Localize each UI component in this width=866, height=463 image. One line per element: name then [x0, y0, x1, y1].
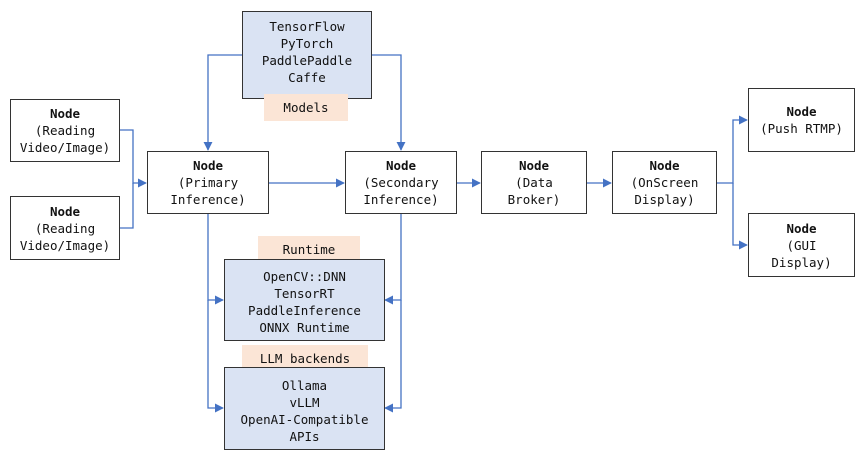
node-label: (Push RTMP) — [760, 121, 843, 136]
runtime-box: OpenCV::DNN TensorRT PaddleInference ONN… — [224, 259, 385, 341]
node-label: Video/Image) — [19, 237, 111, 253]
runtime-item: PaddleInference — [248, 303, 361, 318]
edge-primary-to-runtime — [207, 214, 224, 305]
node-label: (GUI — [786, 237, 817, 253]
models-label: Models — [264, 94, 348, 121]
node-reading-video-1: Node (Reading Video/Image) — [10, 99, 120, 162]
node-gui-display: Node (GUI Display) — [748, 213, 855, 277]
node-title: Node — [518, 158, 550, 173]
models-item: PyTorch — [280, 36, 334, 51]
edge-read1-to-primary — [120, 129, 147, 188]
edge-read2-to-primary — [120, 183, 134, 229]
node-title: Node — [49, 203, 81, 219]
node-label: (Primary — [177, 175, 239, 190]
models-box: TensorFlow PyTorch PaddlePaddle Caffe — [242, 11, 372, 99]
llm-item: Ollama — [281, 377, 328, 393]
node-label: (Secondary — [363, 175, 439, 190]
node-primary-inference: Node (Primary Inference) — [147, 151, 269, 214]
models-item: Caffe — [288, 70, 326, 85]
node-title: Node — [385, 158, 417, 173]
runtime-item: ONNX Runtime — [259, 320, 350, 335]
llm-item: APIs — [289, 428, 320, 444]
node-label: Inference) — [363, 192, 439, 207]
node-onscreen-display: Node (OnScreen Display) — [612, 151, 717, 214]
llm-backends-label: LLM backends — [242, 345, 368, 371]
node-secondary-inference: Node (Secondary Inference) — [345, 151, 457, 214]
node-title: Node — [786, 220, 817, 236]
node-label: (Data — [515, 175, 553, 190]
edge-secondary-to-llm — [384, 300, 402, 413]
edge-models-to-secondary — [371, 54, 406, 151]
node-title: Node — [786, 104, 817, 119]
node-label: (OnScreen — [630, 175, 699, 190]
node-push-rtmp: Node (Push RTMP) — [748, 88, 855, 152]
edge-models-to-primary — [203, 54, 242, 151]
llm-item: vLLM — [289, 394, 320, 410]
node-label: Display) — [634, 192, 695, 207]
edge-osd-to-rtmp — [717, 115, 748, 184]
node-title: Node — [192, 158, 224, 173]
node-reading-video-2: Node (Reading Video/Image) — [10, 196, 120, 260]
node-title: Node — [649, 158, 680, 173]
edge-osd-to-gui — [732, 183, 748, 250]
node-label: Broker) — [507, 192, 561, 207]
node-title: Node — [49, 106, 81, 121]
node-label: (Reading — [34, 123, 96, 138]
node-label: Video/Image) — [19, 140, 111, 155]
edge-secondary-to-runtime — [384, 214, 402, 305]
node-label: Display) — [771, 254, 832, 270]
llm-item: OpenAI-Compatible — [240, 411, 369, 427]
models-item: TensorFlow — [269, 19, 345, 34]
runtime-item: TensorRT — [274, 286, 335, 301]
node-label: (Reading — [34, 220, 96, 236]
llm-backends-box: Ollama vLLM OpenAI-Compatible APIs — [224, 367, 385, 450]
runtime-label: Runtime — [258, 236, 360, 262]
node-label: Inference) — [170, 192, 246, 207]
models-item: PaddlePaddle — [261, 53, 353, 68]
runtime-item: OpenCV::DNN — [263, 269, 346, 284]
edge-primary-to-llm — [207, 300, 224, 413]
node-data-broker: Node (Data Broker) — [481, 151, 587, 214]
